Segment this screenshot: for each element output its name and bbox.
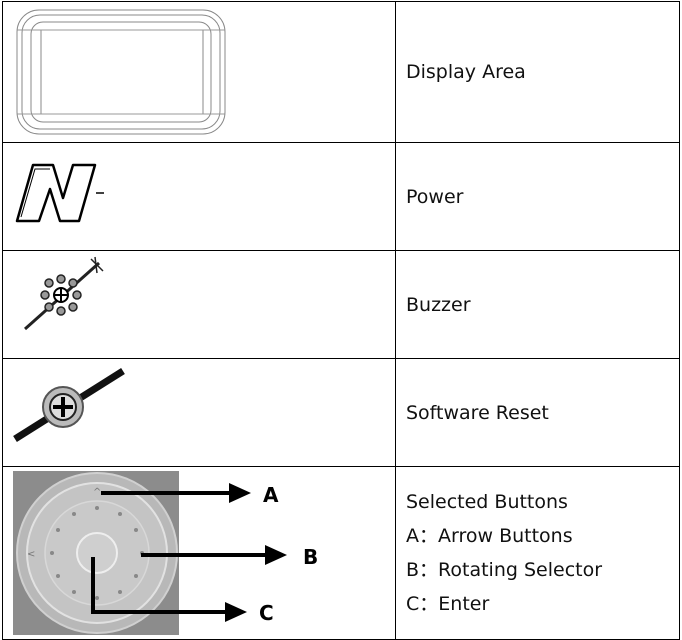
selector-figure: ^ < A B C [3,467,395,639]
icon-cell: ^ < A B C [2,466,396,640]
callout-c-label: C [259,601,274,625]
table-row: Power [2,142,680,251]
svg-text:^: ^ [93,487,101,498]
selector-dial-icon: ^ < [13,471,287,635]
legend-line-b: B：Rotating Selector [406,559,603,581]
icon-cell [2,250,396,359]
svg-text:<: < [27,549,35,560]
legend-line-a: A：Arrow Buttons [406,525,573,547]
table-row: Display Area [2,1,680,143]
label-display-area: Display Area [395,1,680,143]
legend-line-c: C：Enter [406,593,490,615]
label-software-reset: Software Reset [395,358,680,467]
callout-a-label: A [263,483,279,507]
software-reset-icon [13,368,125,442]
buzzer-icon [24,256,104,331]
icon-cell [2,142,396,251]
label-selected-buttons: Selected Buttons A：Arrow Buttons B：Rotat… [395,466,680,640]
label-buzzer: Buzzer [395,250,680,359]
selected-buttons-title: Selected Buttons [406,491,568,513]
icon-cell [2,358,396,467]
table-row: Buzzer [2,250,680,359]
icon-cell [2,1,396,143]
callout-b-label: B [303,545,319,569]
table-row: Software Reset [2,358,680,467]
table-row: ^ < A B C Selected Bu [2,466,680,640]
power-icon [15,163,104,223]
label-power: Power [395,142,680,251]
display-area-icon [16,9,226,135]
